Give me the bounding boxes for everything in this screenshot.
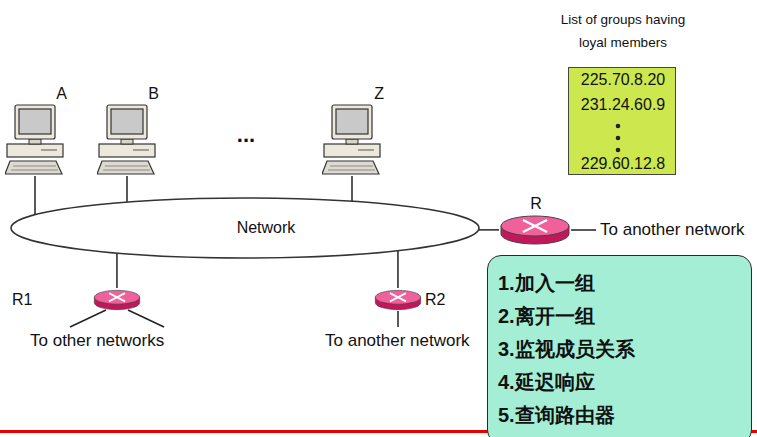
list-item: 3.监视成员关系 — [498, 333, 741, 366]
label-slot: ... — [215, 122, 277, 148]
router-node: R1 — [8, 288, 142, 312]
router-icon — [94, 290, 139, 309]
network-link — [397, 251, 399, 288]
network-note: To another network — [325, 331, 477, 351]
network-note: To other networks — [30, 331, 172, 351]
text-slot: R1 — [12, 290, 54, 309]
router-icon — [375, 290, 420, 309]
node-label: B — [127, 84, 159, 103]
dot — [616, 124, 621, 129]
group-address: 229.60.12.8 — [569, 154, 677, 174]
network-note: To another network — [600, 220, 752, 240]
computer-node: A — [5, 84, 65, 176]
label-slot: To another network — [325, 331, 477, 351]
leader-line — [70, 310, 106, 327]
leader-line — [571, 229, 596, 231]
group-address: 231.24.60.9 — [569, 95, 677, 115]
ellipsis-mark: ... — [215, 122, 277, 148]
text-slot: 231.24.60.9 — [569, 95, 677, 115]
router-node: R — [499, 194, 571, 246]
label-slot: To another network — [600, 220, 752, 240]
network-link — [126, 176, 128, 202]
text-slot: Z — [352, 84, 384, 103]
list-item: 4.延迟响应 — [498, 366, 741, 399]
network-link — [479, 229, 499, 231]
computer-icon — [322, 105, 380, 174]
network-link — [116, 253, 118, 288]
computer-icon — [97, 105, 155, 174]
leader-line — [397, 311, 399, 327]
node-label: R2 — [425, 290, 453, 309]
network-link — [351, 176, 353, 201]
network-link — [34, 176, 36, 215]
router-icon — [501, 216, 569, 244]
text-slot: R2 — [425, 290, 453, 309]
text-slot: 229.60.12.8 — [569, 154, 677, 174]
list-box: 225.70.8.20 231.24.60.9 229.60.12.8 — [568, 67, 676, 175]
list-item: 2.离开一组 — [498, 300, 741, 333]
group-address: 225.70.8.20 — [569, 70, 677, 90]
dot — [616, 136, 621, 141]
text-slot: List of groups having loyal members — [548, 8, 698, 54]
text-slot: Network — [30, 218, 502, 237]
node-label: R1 — [12, 290, 54, 309]
label-slot: To other networks — [30, 331, 172, 351]
group-list: 225.70.8.20 231.24.60.9 229.60.12.8 List of… — [548, 4, 698, 176]
dot — [616, 148, 621, 153]
computer-node: B — [97, 84, 157, 176]
node-label: A — [35, 84, 67, 103]
node-label: List of groups having loyal members — [548, 8, 698, 54]
text-slot: A — [35, 84, 67, 103]
network-ellipse: Network — [10, 197, 480, 259]
node-label: Z — [352, 84, 384, 103]
node-label: Network — [30, 218, 502, 237]
text-slot: 225.70.8.20 — [569, 70, 677, 90]
node-label: R — [499, 194, 573, 213]
leader-line — [128, 310, 164, 327]
text-slot: R — [499, 194, 573, 213]
function-list-box: 1.加入一组2.离开一组3.监视成员关系4.延迟响应5.查询路由器 — [487, 255, 752, 437]
router-node: R2 — [375, 288, 451, 312]
computer-icon — [5, 105, 63, 174]
text-slot: B — [127, 84, 159, 103]
computer-node: Z — [322, 84, 382, 176]
list-item: 1.加入一组 — [498, 267, 741, 300]
list-item: 5.查询路由器 — [498, 399, 741, 432]
